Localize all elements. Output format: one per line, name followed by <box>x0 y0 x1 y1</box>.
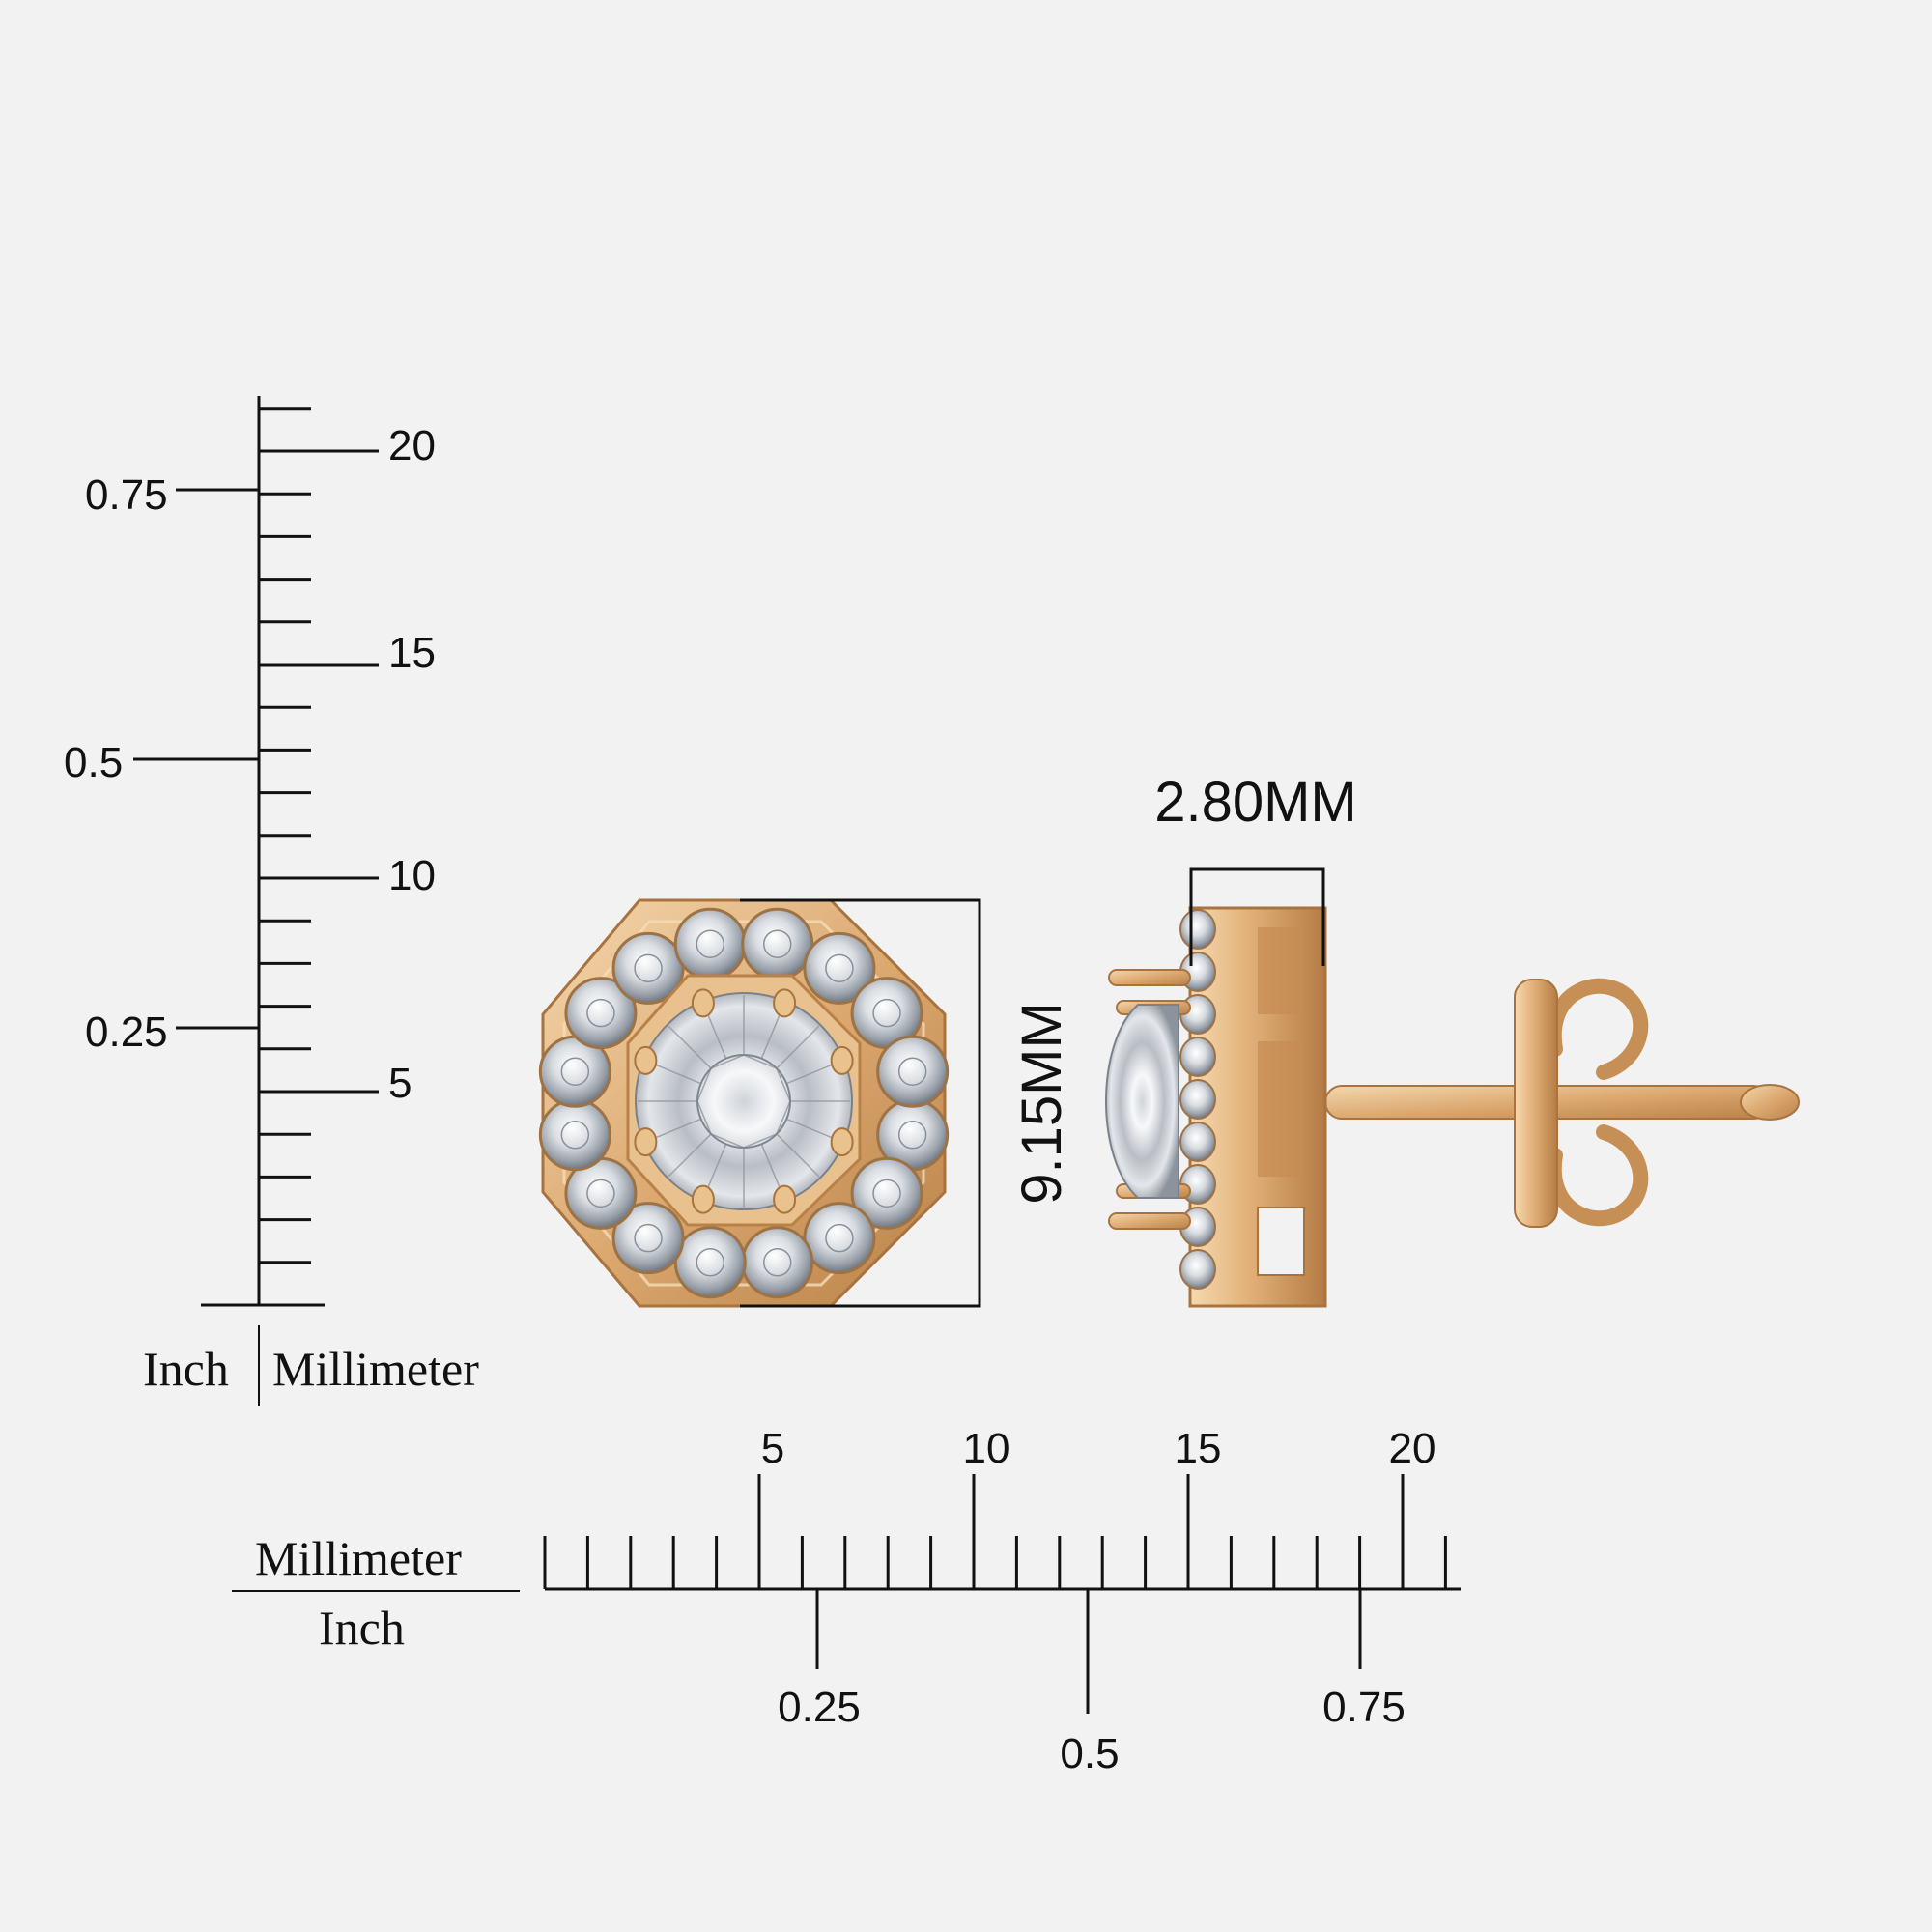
h-mm-label-15: 15 <box>1175 1425 1222 1472</box>
h-mm-label-5: 5 <box>761 1425 784 1472</box>
halo-diamond <box>850 1156 923 1230</box>
halo-diamond-table <box>872 998 901 1028</box>
halo-diamond-table <box>696 929 725 958</box>
vertical-ruler <box>133 396 379 1406</box>
prong <box>691 1184 715 1214</box>
vertical-ruler-mm-ticks <box>133 407 379 1264</box>
vertical-ruler-inch-labels: 0.75 0.5 0.25 <box>64 471 168 1056</box>
facet-line <box>668 1133 712 1178</box>
dimension-depth-label: 2.80MM <box>1154 771 1357 834</box>
prong <box>691 988 715 1018</box>
side-halo-diamond <box>1179 1249 1216 1290</box>
halo-diamond <box>741 907 814 980</box>
v-mm-label-20: 20 <box>388 422 436 469</box>
halo-diamond-table <box>560 1121 590 1150</box>
halo-diamond <box>611 1202 685 1275</box>
h-inch-label-0-5: 0.5 <box>1060 1730 1119 1777</box>
side-halo-diamond <box>1179 1037 1216 1077</box>
v-mm-label-5: 5 <box>388 1060 412 1107</box>
facet-line <box>776 1133 820 1178</box>
horizontal-ruler-mm-ticks <box>543 1474 1447 1714</box>
dimension-height-label: 9.15MM <box>1010 1002 1073 1205</box>
halo-diamond <box>803 1202 876 1275</box>
facet-line <box>776 1100 791 1135</box>
front-height-bracket <box>740 898 981 1308</box>
prong <box>634 1127 658 1157</box>
horizontal-ruler <box>232 1474 1461 1714</box>
horizontal-ruler-inch-labels: 0.25 0.5 0.75 <box>778 1684 1406 1777</box>
side-halo-diamond <box>1179 909 1216 950</box>
facet-line <box>776 1025 820 1069</box>
halo-diamond-table <box>762 1248 792 1277</box>
halo-diamond <box>741 1226 814 1299</box>
side-gallery-window-mid <box>1258 1041 1304 1177</box>
h-mm-label-10: 10 <box>963 1425 1010 1472</box>
center-diamond-table <box>696 1054 791 1149</box>
horizontal-ruler-mm-labels: 5 10 15 20 <box>761 1425 1436 1472</box>
facet-line <box>710 1133 745 1149</box>
prong <box>634 1045 658 1075</box>
halo-diamond-table <box>586 1179 615 1208</box>
halo-diamond-table <box>560 1057 590 1086</box>
h-mm-label-20: 20 <box>1389 1425 1436 1472</box>
side-halo-diamond <box>1179 1122 1216 1162</box>
halo-diamond-table <box>586 998 615 1028</box>
halo-diamond-table <box>825 1223 854 1253</box>
earring-butterfly-back <box>1546 978 1649 1227</box>
halo-diamond-table <box>897 1057 927 1086</box>
facet-line <box>743 1133 778 1149</box>
v-inch-label-0-5: 0.5 <box>64 739 123 786</box>
facet-line <box>743 1054 778 1069</box>
halo-diamond <box>564 977 638 1050</box>
halo-diamond-table <box>897 1121 927 1150</box>
halo-diamonds <box>538 907 950 1299</box>
halo-diamond-table <box>634 953 663 983</box>
side-center-diamond <box>1105 1004 1179 1199</box>
halo-diamond <box>538 1098 611 1172</box>
h-inch-label-0-75: 0.75 <box>1322 1684 1406 1731</box>
halo-diamond-table <box>825 953 854 983</box>
facet-line <box>668 1025 712 1069</box>
halo-diamond <box>611 931 685 1005</box>
halo-diamond <box>673 907 747 980</box>
halo-diamond <box>803 931 876 1005</box>
v-mm-label-10: 10 <box>388 852 436 899</box>
halo-diamond <box>673 1226 747 1299</box>
side-gallery-window-bottom <box>1257 1207 1305 1276</box>
post-tip <box>1740 1084 1800 1121</box>
facet-line <box>696 1100 712 1135</box>
earring-side-view <box>1105 867 1800 1308</box>
v-mm-label-15: 15 <box>388 629 436 676</box>
facet-line <box>776 1067 791 1102</box>
v-inch-label-0-75: 0.75 <box>85 471 168 519</box>
prong <box>773 988 797 1018</box>
earring-front-view <box>538 898 981 1308</box>
side-depth-bracket <box>1189 867 1325 966</box>
halo-diamond-table <box>696 1248 725 1277</box>
halo-diamond-table <box>872 1179 901 1208</box>
v-legend-millimeter: Millimeter <box>272 1342 479 1396</box>
h-inch-label-0-25: 0.25 <box>778 1684 861 1731</box>
vertical-ruler-mm-labels: 20 15 10 5 <box>388 422 436 1107</box>
center-prongs <box>634 988 854 1214</box>
halo-diamond-table <box>634 1223 663 1253</box>
v-inch-label-0-25: 0.25 <box>85 1009 168 1056</box>
prong <box>773 1184 797 1214</box>
h-legend-millimeter: Millimeter <box>255 1531 462 1585</box>
prong <box>830 1127 854 1157</box>
side-halo-diamonds <box>1179 909 1216 1290</box>
side-halo-diamond <box>1179 1079 1216 1120</box>
facet-line <box>696 1067 712 1102</box>
facet-line <box>710 1054 745 1069</box>
butterfly-back-plate <box>1514 979 1558 1228</box>
v-legend-inch: Inch <box>143 1342 229 1396</box>
halo-diamond-table <box>762 929 792 958</box>
prong <box>830 1045 854 1075</box>
side-gallery-window-top <box>1258 927 1304 1014</box>
halo-diamond <box>876 1035 950 1108</box>
h-legend-inch: Inch <box>319 1601 405 1655</box>
